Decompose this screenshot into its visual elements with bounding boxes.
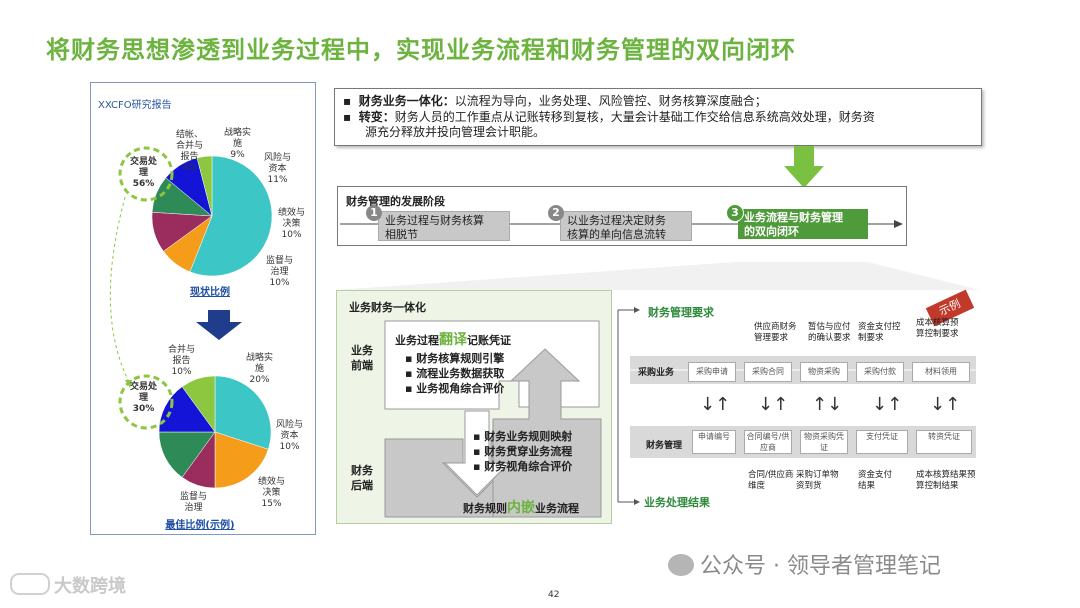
biz-step-1: 采购申请 — [688, 362, 736, 382]
fin-step-2: 合同编号/供应商 — [744, 430, 792, 454]
bullet-2-cont: 源充分释放并投向管理会计职能。 — [365, 125, 546, 139]
logo-watermark: 大数跨境 — [10, 572, 126, 598]
wechat-icon — [668, 554, 694, 576]
sync-arrows-2: ↓↑ — [758, 394, 789, 415]
pie-slice-1 — [214, 375, 272, 450]
note-payment: 资金支付控制要求 — [858, 322, 901, 343]
result-order: 采购订单物资到货 — [796, 470, 839, 491]
source-label: XXCFO研究报告 — [98, 100, 172, 111]
biz-step-2: 采购合同 — [744, 362, 792, 382]
pie-slice-6 — [181, 375, 216, 433]
stage-3-num: 3 — [726, 204, 744, 222]
biz-step-4: 采购付款 — [856, 362, 904, 382]
pie-charts — [109, 146, 273, 489]
result-cost: 成本核算结果预算控制结果 — [916, 470, 976, 491]
sync-arrows-5: ↓↑ — [930, 394, 961, 415]
logo-icon — [10, 573, 50, 595]
pie1-caption: 现状比例 — [190, 287, 230, 298]
pie-slice-4 — [158, 431, 216, 478]
green-down-arrow-icon — [784, 146, 824, 188]
front-box-title: 业务过程翻译记账凭证 — [395, 332, 511, 348]
back-label: 财务后端 — [351, 464, 373, 492]
page-number: 42 — [548, 590, 560, 600]
bullet-2: ▪ 转变：财务人员的工作重点从记账转移到复核，大量会计基础工作交给信息系统高效处… — [343, 110, 875, 124]
fin-step-3: 物资采购凭证 — [800, 430, 848, 454]
stages-box: 财务管理的发展阶段 业务过程与财务核算相脱节 1 以业务过程决定财务核算的单向信… — [337, 186, 907, 246]
connector-dashed — [109, 196, 129, 381]
page-title: 将财务思想渗透到业务过程中，实现业务流程和财务管理的双向闭环 — [46, 36, 796, 64]
biz-step-3: 物资采购 — [800, 362, 848, 382]
pie2-caption: 最佳比例(示例) — [165, 520, 235, 531]
front-items: ▪ 财务核算规则引擎▪ 流程业务数据获取▪ 业务视角综合评价 — [405, 352, 505, 395]
integration-panel: 业务财务一体化 业务前端 财务后端 业务过程翻译记账凭证 ▪ 财务核算规则引擎▪… — [336, 290, 612, 524]
fin-step-4: 支付凭证 — [856, 430, 908, 454]
stages-heading: 财务管理的发展阶段 — [346, 195, 445, 208]
result-payment: 资金支付结果 — [858, 470, 893, 491]
pie-best-slices — [158, 375, 272, 489]
front-label: 业务前端 — [351, 344, 373, 372]
highlight-circle-2 — [118, 374, 174, 430]
flow-results: 业务处理结果 — [644, 496, 710, 509]
back-items: ▪ 财务业务规则映射▪ 财务贯穿业务流程▪ 财务视角综合评价 — [473, 430, 573, 473]
pie-current-slices — [151, 155, 273, 277]
pie-slice-6 — [196, 155, 213, 217]
stage-1-num: 1 — [366, 205, 382, 221]
stage-2-num: 2 — [548, 205, 564, 221]
down-arrow-icon — [196, 310, 242, 340]
note-accrual: 暂估与应付的确认要求 — [808, 322, 851, 343]
key-points-box: ▪ 财务业务一体化：以流程为导向，业务处理、风险管控、财务核算深度融合； ▪ 转… — [334, 88, 982, 146]
pie2-label-supervise: 监督与治理 — [180, 492, 208, 513]
stage-2: 以业务过程决定财务核算的单向信息流转 — [560, 211, 692, 241]
bottom-title: 财务规则内嵌业务流程 — [463, 500, 579, 516]
watermark: 公众号 · 领导者管理笔记 — [668, 548, 941, 580]
flow-panel: 财务管理要求 业务处理结果 示例 供应商财务管理要求 暂估与应付的确认要求 资金… — [612, 289, 980, 522]
sync-arrows-3: ↑↓ — [812, 394, 843, 415]
note-cost: 成本核算预算控制要求 — [916, 318, 959, 339]
stage-1: 业务过程与财务核算相脱节 — [378, 211, 510, 241]
sync-arrows-1: ↓↑ — [700, 394, 731, 415]
highlight-circle-1 — [118, 146, 174, 202]
fin-step-1: 申请编号 — [692, 430, 736, 454]
biz-step-5: 材料领用 — [912, 362, 970, 382]
pie-slice-5 — [158, 386, 216, 433]
business-label: 采购业务 — [638, 368, 675, 378]
result-contract: 合同/供应商维度 — [748, 470, 794, 491]
pie-slice-2 — [214, 431, 269, 489]
flow-requirements: 财务管理要求 — [648, 306, 714, 319]
integration-heading: 业务财务一体化 — [349, 301, 426, 314]
stage-3: 业务流程与财务管理的双向闭环 — [738, 209, 868, 239]
sync-arrows-4: ↓↑ — [872, 394, 903, 415]
zoom-cone — [336, 262, 980, 290]
bullet-1: ▪ 财务业务一体化：以流程为导向，业务处理、风险管控、财务核算深度融合； — [343, 94, 767, 108]
fin-step-5: 转资凭证 — [916, 430, 972, 454]
finance-label: 财务管理 — [646, 441, 683, 451]
pie-slice-1 — [189, 155, 273, 277]
note-supplier: 供应商财务管理要求 — [754, 322, 797, 343]
